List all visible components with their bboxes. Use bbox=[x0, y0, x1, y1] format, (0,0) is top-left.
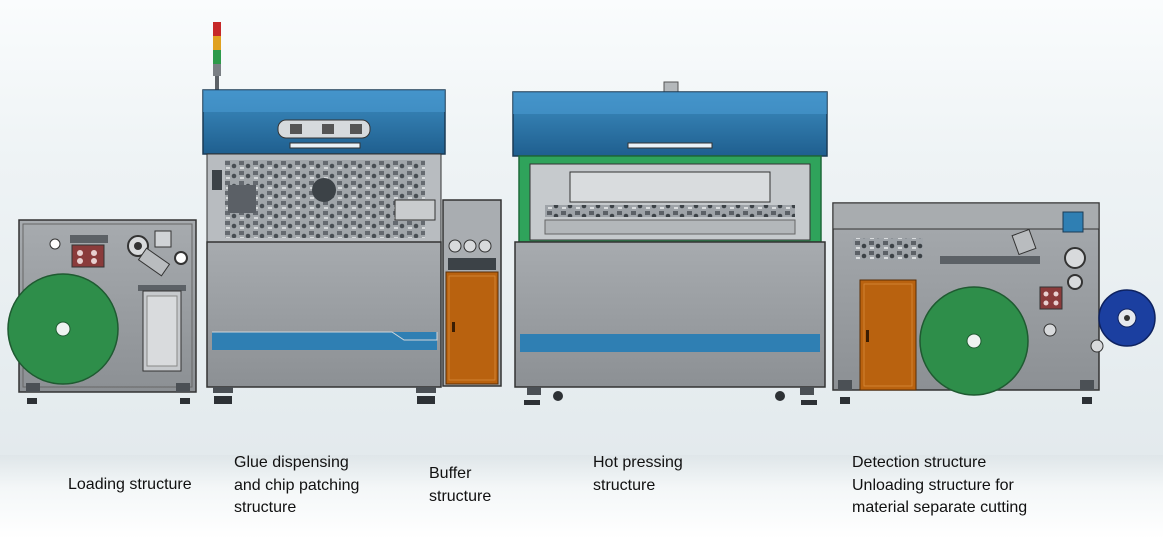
hot-lower-cabinet bbox=[514, 241, 826, 388]
label-buffer-structure: Buffer structure bbox=[429, 465, 492, 505]
detect-sensor-block bbox=[1039, 286, 1063, 310]
buffer-machine bbox=[442, 199, 502, 387]
glue-dispensing-machine bbox=[202, 22, 446, 404]
signal-tower-amber bbox=[213, 36, 221, 50]
detection-unloading-machine bbox=[832, 202, 1156, 404]
hot-blue-stripe bbox=[520, 334, 820, 352]
glue-blue-stripe bbox=[212, 332, 437, 350]
label-hot-pressing-structure: Hot pressing structure bbox=[593, 454, 683, 494]
signal-tower-green bbox=[213, 50, 221, 64]
glue-lower-cabinet bbox=[206, 241, 442, 388]
hot-pressing-machine bbox=[512, 81, 828, 405]
loading-machine bbox=[7, 219, 197, 404]
loading-sensor-block bbox=[71, 244, 105, 268]
detect-status-panel bbox=[1062, 211, 1084, 233]
label-detection-unloading-structure: Detection structure Unloading structure … bbox=[852, 454, 1028, 516]
signal-tower-red bbox=[213, 22, 221, 36]
label-loading-structure: Loading structure bbox=[68, 476, 192, 493]
detect-door bbox=[859, 279, 917, 391]
caption-band bbox=[0, 455, 1163, 539]
production-line-diagram bbox=[7, 22, 1156, 405]
label-glue-dispensing-structure: Glue dispensing and chip patching struct… bbox=[234, 454, 360, 516]
